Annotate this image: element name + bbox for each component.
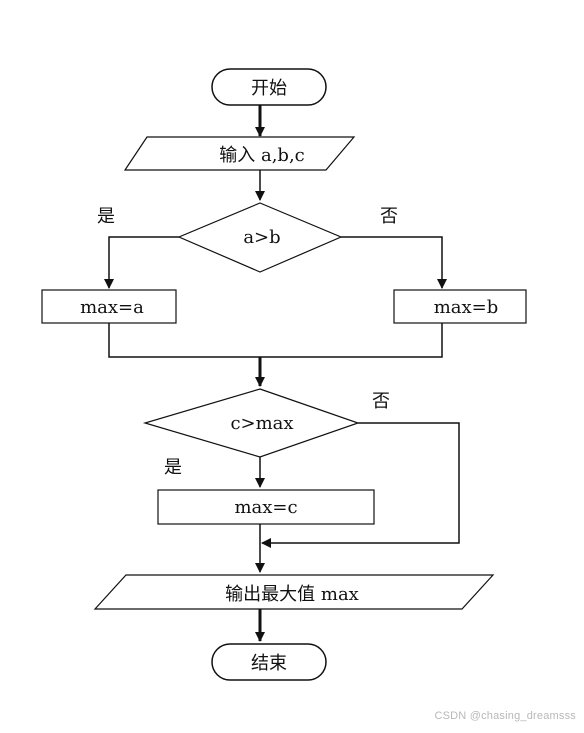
- input-node-shape: [123, 136, 356, 171]
- end-node-shape: [211, 643, 327, 681]
- end-node: 结束: [211, 643, 327, 681]
- start-node: 开始: [211, 68, 327, 106]
- connector-ab-no: [341, 236, 447, 289]
- label-yes-c: 是: [164, 457, 182, 478]
- assign-a-label: max=a: [80, 297, 144, 318]
- decision-ab-label: a>b: [243, 227, 280, 248]
- decision-c-node: c>max: [142, 388, 360, 458]
- output-node: 输出最大值 max: [93, 574, 495, 610]
- end-node-label: 结束: [251, 653, 287, 674]
- start-node-label: 开始: [251, 78, 287, 99]
- label-yes-ab: 是: [97, 206, 115, 227]
- assign-c-label: max=c: [234, 497, 297, 518]
- connector-c-no: [261, 422, 460, 548]
- input-node-label: 输入 a,b,c: [219, 145, 305, 166]
- watermark-text: CSDN @chasing_dreamsss: [434, 710, 576, 722]
- connector-merge-ab: [108, 323, 443, 358]
- assign-a-node: max=a: [41, 289, 177, 324]
- assign-b-shape: [393, 289, 527, 324]
- assign-b-node: max=b: [393, 289, 527, 324]
- assign-c-node: max=c: [157, 489, 375, 525]
- label-no-c: 否: [372, 391, 390, 412]
- decision-c-label: c>max: [230, 413, 293, 434]
- decision-ab-node: a>b: [177, 202, 343, 273]
- assign-b-label: max=b: [434, 297, 499, 318]
- connector-ab-yes: [104, 236, 179, 289]
- label-no-ab: 否: [380, 206, 398, 227]
- assign-c-shape: [157, 489, 375, 525]
- decision-ab-shape: [177, 202, 343, 273]
- input-node: 输入 a,b,c: [123, 136, 356, 171]
- output-node-shape: [93, 574, 495, 610]
- output-node-label: 输出最大值 max: [225, 584, 359, 605]
- start-node-shape: [211, 68, 327, 106]
